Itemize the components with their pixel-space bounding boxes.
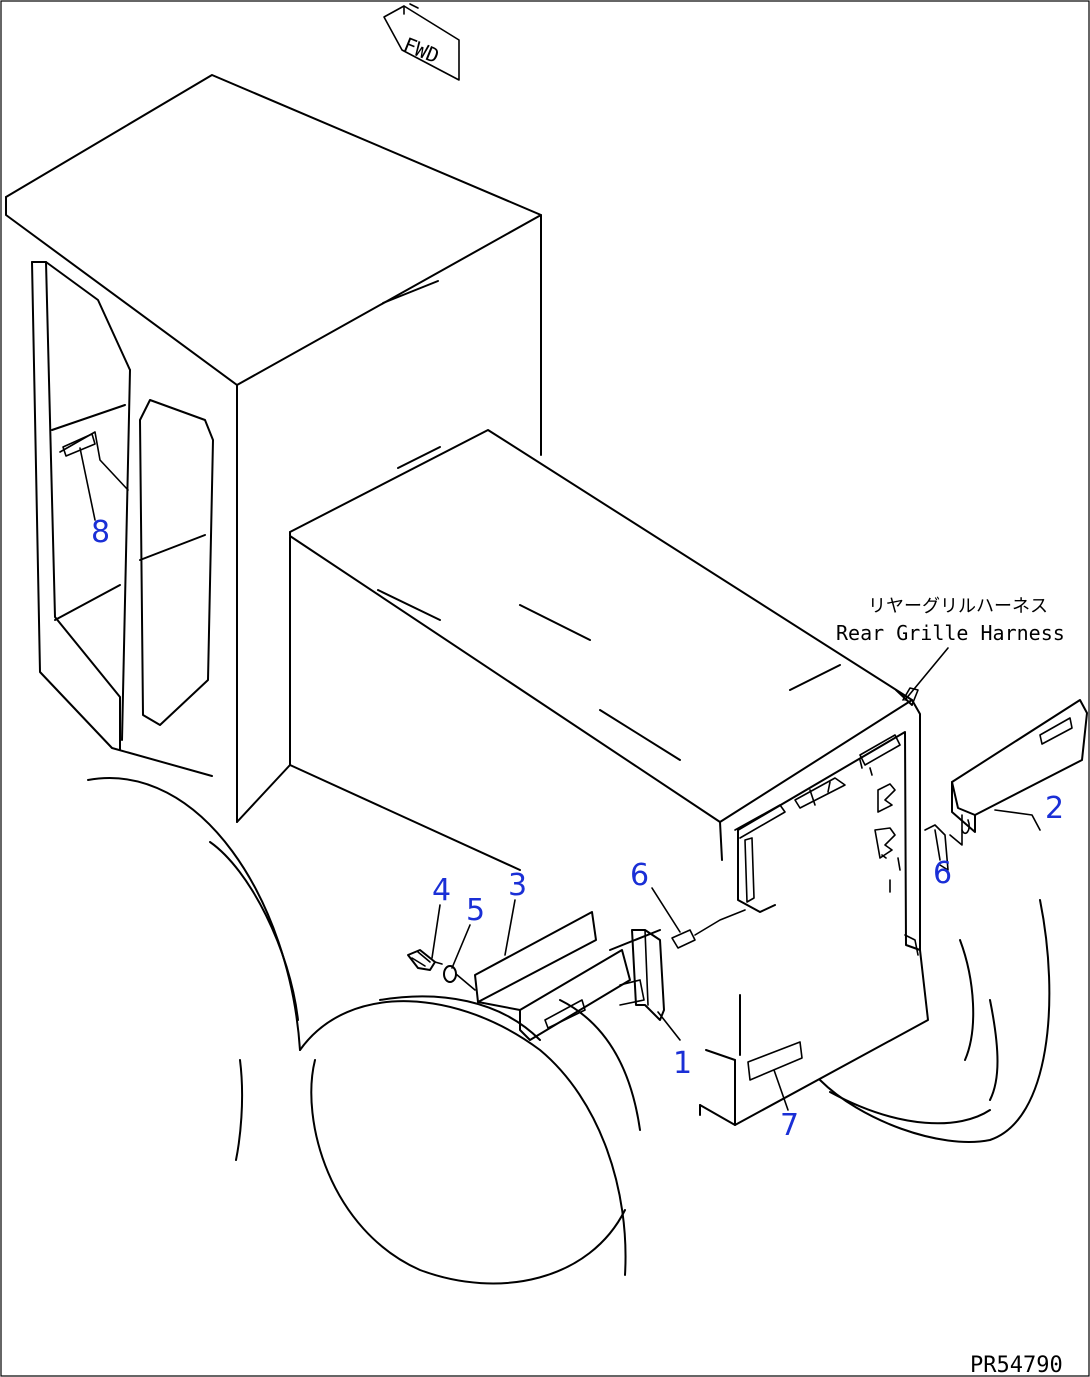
part-6-pin-right [924, 824, 949, 871]
part-1-bracket [609, 929, 665, 1021]
rear-tire-right [819, 899, 1051, 1143]
drawing-code: PR54790 [970, 1353, 1063, 1377]
cab-outline [5, 74, 542, 823]
hood-outline [236, 429, 913, 871]
callout-4: 4 [432, 873, 451, 908]
part-4-bolt [407, 949, 443, 971]
callout-7: 7 [780, 1108, 799, 1143]
callout-6-right: 6 [933, 856, 952, 891]
tires-left [87, 777, 641, 1285]
harness-label-en: Rear Grille Harness [836, 621, 1065, 645]
part-5-washer [443, 965, 476, 991]
callout-1: 1 [673, 1046, 692, 1081]
harness-label-jp: リヤーグリルハーネス [868, 596, 1048, 617]
callout-6-left: 6 [630, 858, 649, 893]
callout-8: 8 [91, 515, 110, 550]
part-3-arm [474, 911, 631, 1041]
callout-3: 3 [508, 868, 527, 903]
leader-lines [79, 447, 1041, 1111]
part-2-arm [949, 699, 1088, 846]
callout-5: 5 [466, 893, 485, 928]
rear-grille [699, 687, 929, 1126]
part-6-pin-left [671, 909, 746, 949]
fwd-arrow-icon: FWD [383, 3, 460, 81]
fwd-label: FWD [400, 32, 442, 68]
callout-2: 2 [1045, 791, 1064, 826]
